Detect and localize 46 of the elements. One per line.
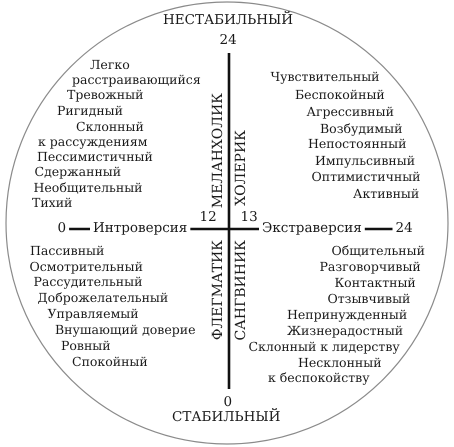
trait-label: Отзывчивый — [328, 290, 410, 306]
tick-label: 24 — [396, 220, 413, 236]
tick-label: 24 — [220, 32, 237, 48]
tick-label: 13 — [240, 209, 258, 225]
trait-label: Управляемый — [48, 306, 139, 320]
trait-label: Контактный — [334, 274, 416, 290]
tick-label: 12 — [200, 209, 217, 225]
axis-label: Экстраверсия — [262, 220, 362, 236]
trait-label: Осмотрительный — [30, 258, 143, 274]
trait-label: Непостоянный — [308, 136, 406, 150]
trait-label: Спокойный — [72, 354, 148, 368]
trait-label: Тревожный — [67, 86, 144, 102]
trait-label: Возбудимый — [320, 120, 402, 136]
temperament-label: САНГВИНИК — [233, 240, 249, 340]
trait-label: Активный — [353, 186, 420, 200]
axis-label: Интроверсия — [93, 220, 188, 236]
trait-label: Импульсивный — [315, 152, 416, 168]
trait-label: Жизнерадостный — [287, 322, 404, 338]
temperament-label: ФЛЕГМАТИК — [210, 240, 226, 340]
temperament-label: МЕЛАНХОЛИК — [210, 92, 226, 208]
axis-label: СТАБИЛЬНЫЙ — [172, 409, 280, 425]
trait-label: Рассудительный — [34, 274, 142, 288]
trait-label: Несклонный к беспокойству — [268, 355, 382, 385]
temperament-label: ХОЛЕРИК — [233, 130, 249, 206]
trait-label: Оптимистичный — [312, 168, 421, 184]
tick-label: 0 — [58, 220, 66, 236]
trait-label: Пессимистичный — [37, 148, 153, 164]
trait-label: Агрессивный — [306, 104, 394, 118]
trait-label: Общительный — [332, 242, 425, 258]
axis-label: НЕСТАБИЛЬНЫЙ — [163, 12, 294, 28]
tick-label: 0 — [224, 394, 232, 410]
trait-label: Склонный к рассуждениям — [38, 119, 148, 149]
trait-label: Доброжелательный — [38, 290, 168, 304]
trait-label: Пассивный — [30, 242, 104, 258]
trait-label: Непринужденный — [287, 306, 408, 322]
trait-label: Разговорчивый — [320, 258, 421, 274]
trait-label: Внушающий доверие — [55, 322, 196, 336]
trait-label: Тихий — [32, 194, 72, 210]
trait-label: Беспокойный — [295, 86, 385, 102]
trait-label: Необщительный — [34, 180, 142, 194]
trait-label: Сдержанный — [34, 164, 122, 178]
trait-label: Ригидный — [57, 102, 123, 118]
trait-label: Чувствительный — [270, 68, 380, 84]
trait-label: Склонный к лидерству — [248, 338, 400, 354]
trait-label: Ровный — [61, 338, 111, 352]
trait-label: Легко расстраивающийся — [72, 57, 202, 87]
